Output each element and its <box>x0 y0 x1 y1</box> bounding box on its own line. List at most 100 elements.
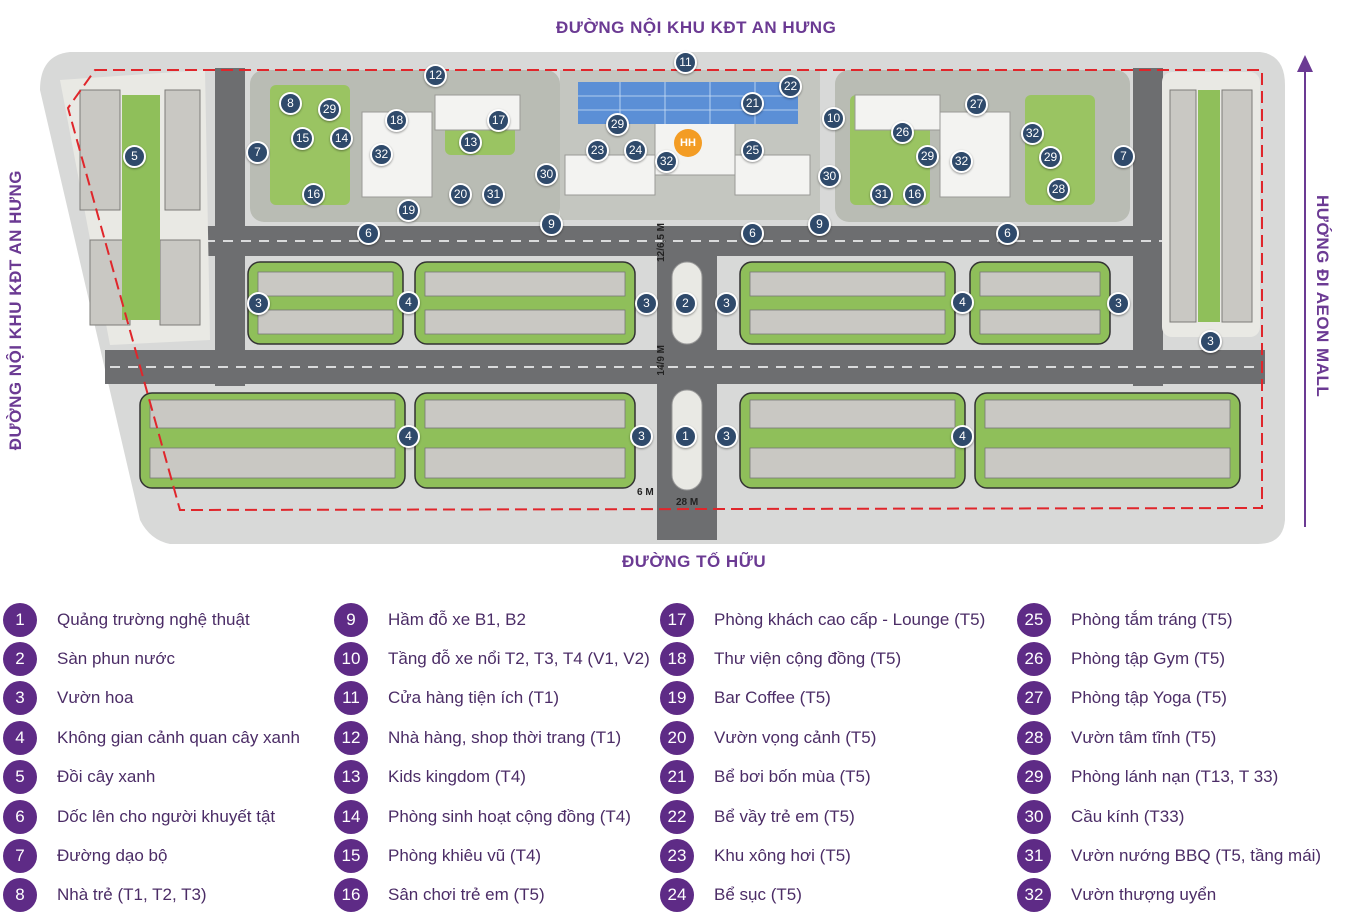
legend-label: Kids kingdom (T4) <box>388 767 526 787</box>
legend-label: Nhà trẻ (T1, T2, T3) <box>57 885 207 905</box>
map-marker: 3 <box>247 292 270 315</box>
legend-label: Nhà hàng, shop thời trang (T1) <box>388 727 622 747</box>
map-marker: 4 <box>397 425 420 448</box>
map-marker: 17 <box>487 109 510 132</box>
map-marker: 21 <box>741 92 764 115</box>
legend-number-badge: 14 <box>334 799 368 834</box>
road-width-upper: 12/6,5 M <box>656 223 667 262</box>
map-marker: 32 <box>1021 122 1044 145</box>
legend-number-badge: 21 <box>660 760 694 795</box>
legend-item: 12 Nhà hàng, shop thời trang (T1) <box>334 718 650 757</box>
legend-number-badge: 30 <box>1017 799 1051 834</box>
legend-number-badge: 23 <box>660 839 694 874</box>
legend-label: Đồi cây xanh <box>57 767 156 787</box>
map-marker: 7 <box>246 141 269 164</box>
lane-markings <box>110 240 1260 368</box>
road-label-right: HƯỚNG ĐI AEON MALL <box>1313 195 1332 398</box>
legend-number-badge: 6 <box>3 799 37 834</box>
legend-label: Sân chơi trẻ em (T5) <box>388 885 545 905</box>
legend-number-badge: 16 <box>334 878 368 913</box>
legend-number-badge: 17 <box>660 602 694 637</box>
legend-label: Không gian cảnh quan cây xanh <box>57 727 300 747</box>
legend-label: Hầm đỗ xe B1, B2 <box>388 609 526 629</box>
map-marker: 3 <box>635 292 658 315</box>
legend-label: Bể vầy trẻ em (T5) <box>714 806 855 826</box>
legend-label: Cửa hàng tiện ích (T1) <box>388 688 560 708</box>
map-marker: 29 <box>916 145 939 168</box>
legend-item: 7 Đường dạo bộ <box>3 836 300 875</box>
map-marker: 27 <box>965 93 988 116</box>
legend-number-badge: 5 <box>3 760 37 795</box>
legend-label: Đường dạo bộ <box>57 846 168 866</box>
road-width-lower-main: 28 M <box>676 497 699 508</box>
map-marker: 6 <box>996 222 1019 245</box>
north-arrow <box>1297 55 1313 527</box>
road-width-lower-left: 6 M <box>637 487 654 498</box>
legend-number-badge: 32 <box>1017 878 1051 913</box>
road-left-vertical <box>215 68 245 386</box>
map-marker: 9 <box>808 213 831 236</box>
legend-number-badge: 11 <box>334 681 368 716</box>
legend-number-badge: 28 <box>1017 720 1051 755</box>
legend-label: Bể sục (T5) <box>714 885 802 905</box>
legend-label: Dốc lên cho người khuyết tật <box>57 806 276 826</box>
map-marker: 8 <box>279 92 302 115</box>
map-marker: 32 <box>950 150 973 173</box>
map-marker: 30 <box>535 163 558 186</box>
road-label-top: ĐƯỜNG NỘI KHU KĐT AN HƯNG <box>556 18 837 37</box>
legend-number-badge: 31 <box>1017 839 1051 874</box>
road-right-vertical <box>1133 68 1163 386</box>
legend-label: Vườn hoa <box>57 688 134 708</box>
map-marker: 7 <box>1112 145 1135 168</box>
legend-item: 11 Cửa hàng tiện ích (T1) <box>334 679 650 718</box>
legend-label: Thư viện cộng đồng (T5) <box>714 649 902 669</box>
map-marker: 2 <box>674 292 697 315</box>
map-marker: 29 <box>318 98 341 121</box>
legend-number-badge: 15 <box>334 839 368 874</box>
map-marker: 19 <box>397 199 420 222</box>
legend-label: Sàn phun nước <box>57 649 175 669</box>
legend-item: 5 Đồi cây xanh <box>3 758 300 797</box>
hill-lawn <box>122 95 160 320</box>
road-label-left: ĐƯỜNG NỘI KHU KĐT AN HƯNG <box>6 170 25 451</box>
legend-label: Vườn thượng uyển <box>1071 885 1217 905</box>
legend-number-badge: 26 <box>1017 642 1051 677</box>
site-plan-map: ĐƯỜNG NỘI KHU KĐT AN HƯNG ĐƯỜNG NỘI KHU … <box>6 18 1332 571</box>
legend-item: 14 Phòng sinh hoạt cộng đồng (T4) <box>334 797 650 836</box>
legend-label: Phòng tập Yoga (T5) <box>1071 688 1227 708</box>
legend-label: Vườn vọng cảnh (T5) <box>714 727 877 747</box>
map-marker: 29 <box>606 113 629 136</box>
map-marker: 3 <box>715 425 738 448</box>
legend-label: Phòng sinh hoạt cộng đồng (T4) <box>388 806 631 826</box>
map-marker: 28 <box>1047 178 1070 201</box>
legend-label: Bar Coffee (T5) <box>714 688 831 708</box>
map-marker: 31 <box>870 183 893 206</box>
legend-number-badge: 12 <box>334 720 368 755</box>
legend-number-badge: 7 <box>3 839 37 874</box>
road-label-bottom: ĐƯỜNG TỐ HỮU <box>622 552 767 571</box>
map-marker: 23 <box>586 139 609 162</box>
project-boundary <box>66 69 1263 512</box>
right-slim-houses <box>1169 89 1253 323</box>
legend-number-badge: 10 <box>334 642 368 677</box>
legend-item: 16 Sân chơi trẻ em (T5) <box>334 876 650 915</box>
legend-number-badge: 1 <box>3 602 37 637</box>
map-marker: 32 <box>370 143 393 166</box>
legend-number-badge: 29 <box>1017 760 1051 795</box>
map-marker: 3 <box>630 425 653 448</box>
map-marker: 3 <box>1107 292 1130 315</box>
